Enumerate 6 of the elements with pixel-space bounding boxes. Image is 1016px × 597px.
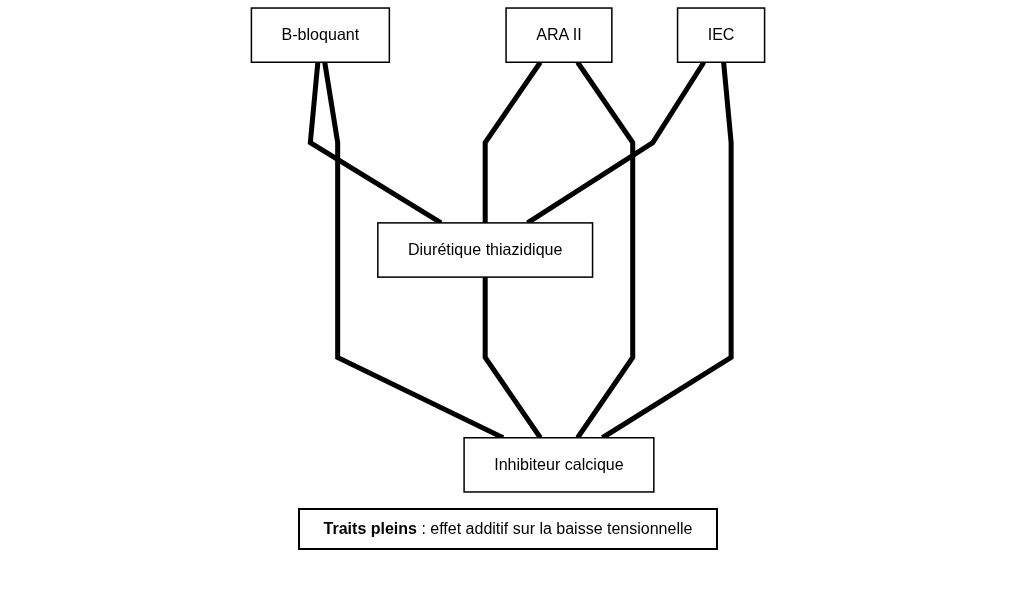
- node-box: Diurétique thiazidique: [377, 222, 594, 278]
- node-box: Inhibiteur calcique: [463, 437, 655, 493]
- node-box: ARA II: [505, 7, 613, 63]
- legend-note: Traits pleins : effet additif sur la baisse tensionnelle: [297, 508, 719, 550]
- node-box: B-bloquant: [250, 7, 391, 63]
- node-box: IEC: [676, 7, 766, 63]
